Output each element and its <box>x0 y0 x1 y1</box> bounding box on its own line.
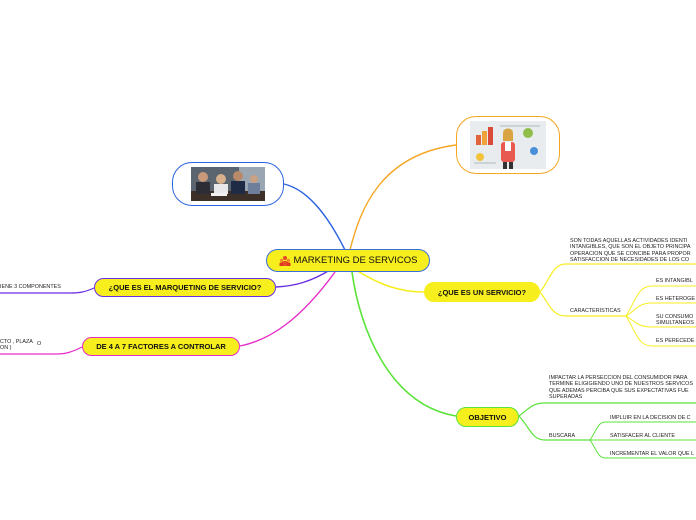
connector-image-top-left <box>284 184 345 250</box>
central-topic[interactable]: MARKETING DE SERVICOS <box>266 249 430 272</box>
image-node-top-right[interactable] <box>456 116 560 174</box>
branch-factores-label: DE 4 A 7 FACTORES A CONTROLAR <box>96 342 226 351</box>
buscara-item[interactable]: IMPLUIR EN LA DECISION DE C <box>610 415 691 421</box>
caracteristica-item[interactable]: SU CONSUMO SIMULTANEOS <box>656 314 694 327</box>
caracteristica-item[interactable]: ES PERECEDE <box>656 338 694 344</box>
connector-marqueting <box>276 270 330 287</box>
team-people-icon <box>279 255 291 267</box>
factores-leaf-tail[interactable]: O <box>37 341 41 347</box>
objetivo-buscara-label[interactable]: BUSCARA <box>549 433 575 439</box>
branch-marqueting[interactable]: ¿QUE ES EL MARQUETING DE SERVICIO? <box>94 278 276 297</box>
objetivo-description[interactable]: IMPACTAR LA PERSECCION DEL CONSUMIDOR PA… <box>549 375 693 401</box>
business-woman-infographic-image <box>470 121 546 169</box>
branch-objetivo-label: OBJETIVO <box>469 413 507 422</box>
factores-leaf[interactable]: CTO , PLAZA ON ) <box>0 339 33 352</box>
branch-que-es-servicio[interactable]: ¿QUE ES UN SERVICIO? <box>424 282 540 302</box>
connector-image-top-right <box>350 145 456 250</box>
marqueting-leaf[interactable]: IENE 3 COMPONENTES <box>0 284 61 290</box>
image-node-top-left[interactable] <box>172 162 284 206</box>
buscara-item[interactable]: INCREMENTAR EL VALOR QUE L <box>610 451 694 457</box>
servicio-definition[interactable]: SON TODAS AQUELLAS ACTIVIDADES IDENTI IN… <box>570 238 691 264</box>
connector-servicio <box>356 270 424 292</box>
caracteristica-item[interactable]: ES INTANGIBL <box>656 278 693 284</box>
team-meeting-photo-image <box>191 167 265 201</box>
branch-que-es-servicio-label: ¿QUE ES UN SERVICIO? <box>438 288 526 297</box>
branch-factores[interactable]: DE 4 A 7 FACTORES A CONTROLAR <box>82 337 240 356</box>
central-topic-title: MARKETING DE SERVICOS <box>294 255 418 266</box>
branch-marqueting-label: ¿QUE ES EL MARQUETING DE SERVICIO? <box>109 283 262 292</box>
caracteristica-item[interactable]: ES HETEROGE <box>656 296 695 302</box>
branch-objetivo[interactable]: OBJETIVO <box>456 407 519 427</box>
servicio-caracteristicas-label[interactable]: CARACTERISTICAS <box>570 308 621 314</box>
buscara-item[interactable]: SATISFACER AL CLIENTE <box>610 433 675 439</box>
